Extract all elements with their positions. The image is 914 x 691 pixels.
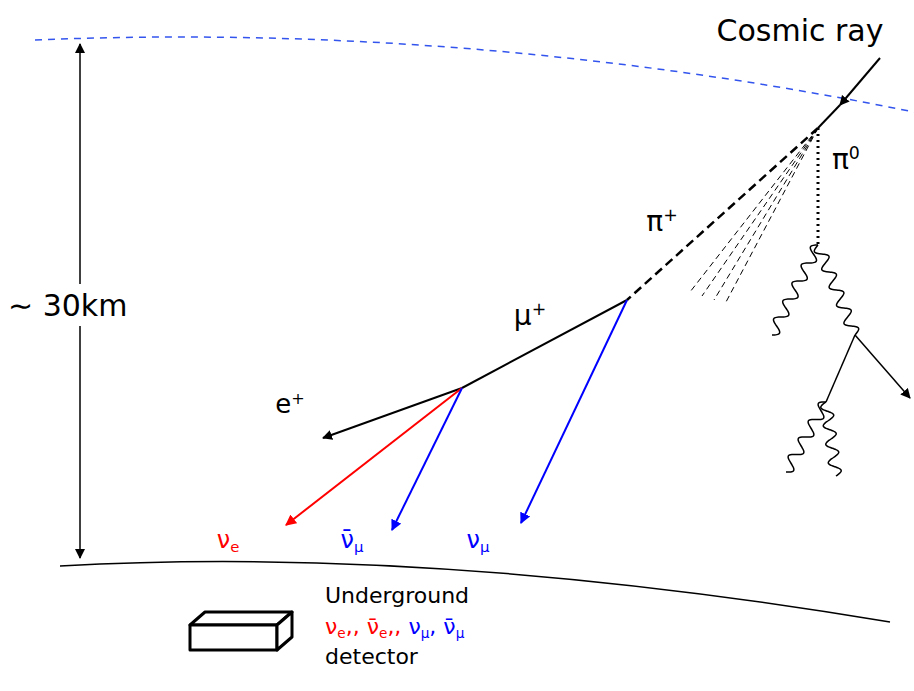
- symbol-base: ν: [467, 526, 480, 554]
- symbol-base: ν: [325, 614, 337, 639]
- symbol-base: ν̄: [443, 614, 455, 639]
- neutrino-label: νμ: [467, 527, 490, 553]
- word: ∼: [8, 288, 33, 323]
- shower-track: [690, 128, 818, 292]
- charge-superscript: +: [532, 299, 547, 319]
- electron-track: [855, 335, 910, 398]
- shower-track: [714, 128, 818, 300]
- height-arrow: [79, 326, 81, 558]
- charge-superscript: 0: [849, 143, 860, 163]
- flavour-subscript: e: [230, 538, 239, 556]
- neutrino-label: ν̄μ: [341, 527, 364, 553]
- cosmic-ray-track: [818, 105, 840, 128]
- detector-icon: [190, 612, 292, 650]
- shower-track: [726, 128, 818, 302]
- earth-surface: [60, 562, 890, 623]
- symbol-base: e: [275, 389, 291, 419]
- word: Cosmic: [716, 13, 825, 48]
- symbol-base: ν: [217, 526, 230, 554]
- photon-line: [786, 402, 826, 472]
- separator: ,,: [387, 614, 401, 639]
- flavour-subscript: μ: [480, 538, 489, 556]
- word: detector: [325, 644, 418, 669]
- word: ray: [835, 13, 883, 48]
- photon-line: [772, 245, 818, 335]
- detector-label: Underground: [325, 584, 469, 608]
- charge-superscript: +: [663, 205, 678, 225]
- atmosphere-edge: [35, 37, 914, 112]
- height-label: ∼ 30km: [8, 289, 127, 322]
- detector-label: detector: [325, 645, 418, 669]
- symbol-base: ν: [408, 614, 420, 639]
- symbol-base: ν̄: [367, 614, 379, 639]
- particle-label: e+: [275, 390, 305, 419]
- shower-track: [702, 128, 818, 296]
- muon-neutrino-track: [521, 300, 627, 523]
- flavour-subscript: μ: [354, 538, 363, 556]
- separator: ,: [429, 614, 436, 639]
- particle-label: π0: [832, 145, 860, 176]
- detector-label: νe,, ν̄e,, νμ, ν̄μ: [325, 615, 464, 639]
- photon-line: [821, 402, 841, 476]
- word: Underground: [325, 583, 469, 608]
- height-arrow: [79, 44, 81, 284]
- separator: ,,: [346, 614, 360, 639]
- cosmic-ray-track: [840, 58, 880, 105]
- neutral-pion-track: [817, 128, 820, 245]
- muon-antineutrino-track: [392, 388, 462, 530]
- word: 30km: [43, 288, 128, 323]
- particle-label: μ+: [514, 301, 546, 332]
- flavour-subscript: e: [337, 625, 345, 641]
- symbol-base: π: [646, 205, 663, 238]
- electron-neutrino-track: [286, 388, 462, 525]
- electron-track: [826, 335, 855, 402]
- flavour-subscript: μ: [456, 625, 465, 641]
- muon-track: [462, 300, 627, 388]
- symbol-base: π: [832, 143, 849, 176]
- flavour-subscript: e: [379, 625, 387, 641]
- particle-label: Cosmic ray: [716, 14, 883, 47]
- charge-superscript: +: [291, 389, 305, 408]
- particle-label: π+: [646, 207, 677, 238]
- flavour-subscript: μ: [421, 625, 430, 641]
- symbol-base: ν̄: [341, 526, 354, 554]
- neutrino-label: νe: [217, 527, 240, 553]
- pion-track: [627, 128, 818, 300]
- photon-group: [772, 245, 859, 476]
- symbol-base: μ: [514, 299, 532, 332]
- photon-line: [814, 245, 858, 335]
